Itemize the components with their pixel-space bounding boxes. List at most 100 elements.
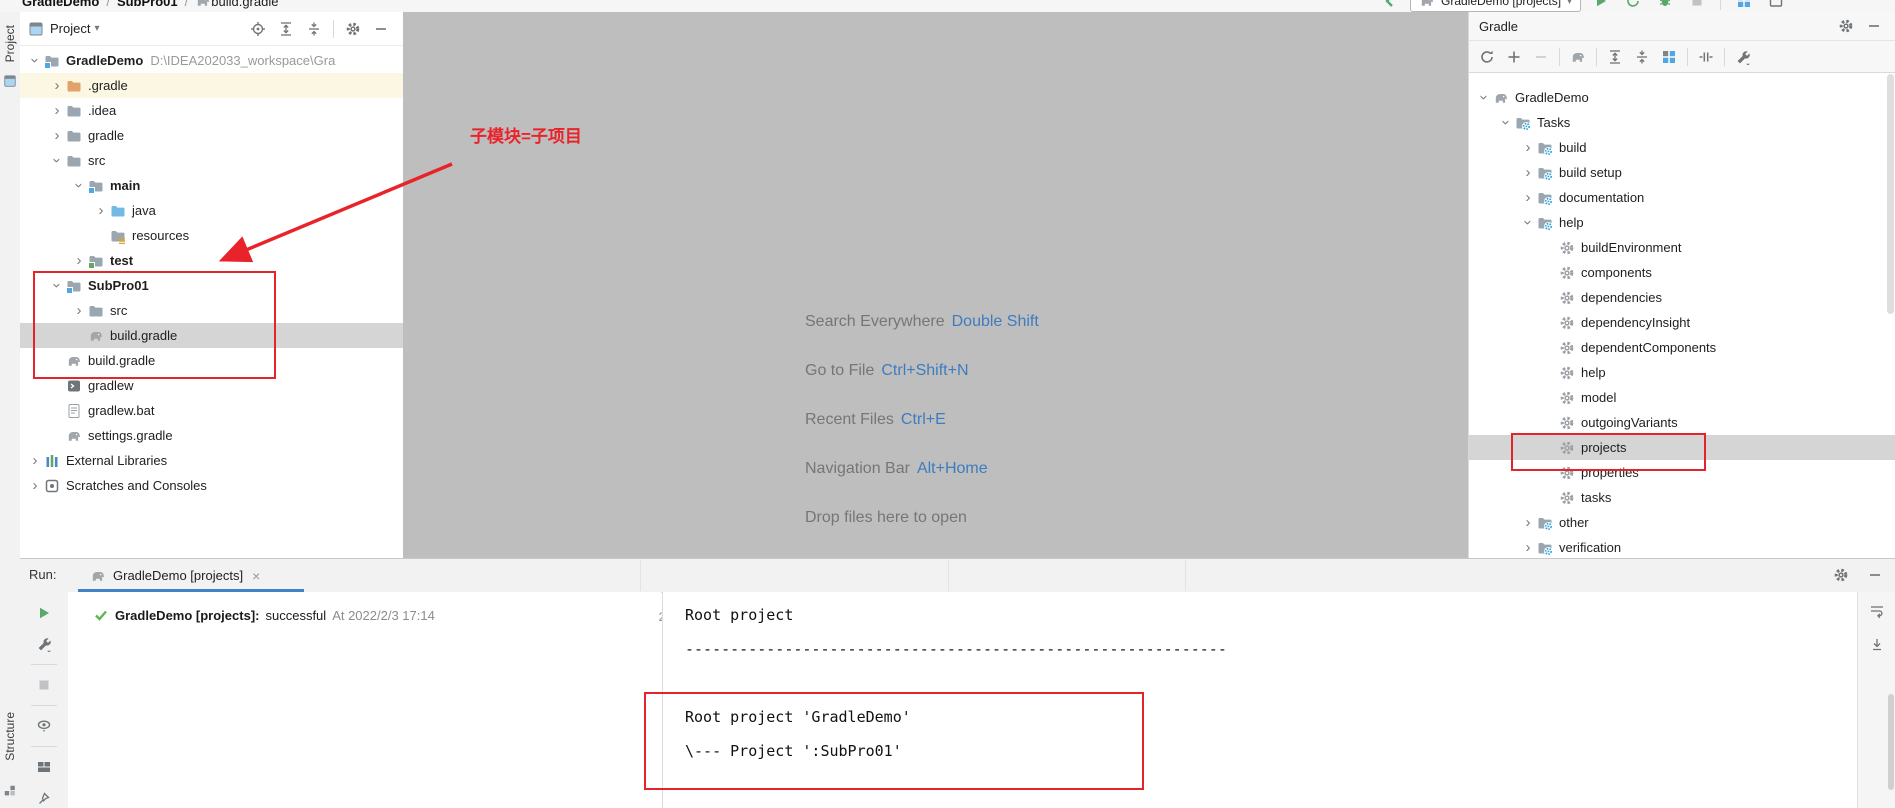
play-icon[interactable] <box>32 602 56 624</box>
breadcrumb-item[interactable]: GradleDemo <box>22 0 100 9</box>
tree-row-build-setup[interactable]: ›build setup <box>1469 160 1895 185</box>
stripe-label-project[interactable]: Project <box>3 25 17 63</box>
project-tool-icon[interactable] <box>3 74 17 88</box>
tree-row-dependentcomponents[interactable]: dependentComponents <box>1469 335 1895 360</box>
soft-wrap-icon[interactable] <box>1865 600 1889 622</box>
tree-row-projects[interactable]: projects <box>1469 435 1895 460</box>
tree-row-build-gradle[interactable]: build.gradle <box>20 348 403 373</box>
tree-row-outgoingvariants[interactable]: outgoingVariants <box>1469 410 1895 435</box>
tree-row-build-gradle[interactable]: build.gradle <box>20 323 403 348</box>
tree-row-gradle[interactable]: ›gradle <box>20 123 403 148</box>
settings-icon[interactable] <box>1834 15 1858 37</box>
tree-row-verification[interactable]: ›verification <box>1469 535 1895 558</box>
tree-row-help[interactable]: ›help <box>1469 210 1895 235</box>
tree-row-external-libraries[interactable]: ›External Libraries <box>20 448 403 473</box>
tree-row--gradle[interactable]: ›.gradle <box>20 73 403 98</box>
settings-icon[interactable] <box>1829 564 1853 586</box>
tree-row-java[interactable]: ›java <box>20 198 403 223</box>
collapse-all-icon[interactable] <box>1630 46 1654 68</box>
refresh-green-icon[interactable] <box>1621 0 1645 12</box>
wrench-icon[interactable] <box>32 633 56 655</box>
debug-icon[interactable] <box>1653 0 1677 12</box>
chevron-right-icon[interactable]: › <box>54 77 60 94</box>
back-icon[interactable] <box>1378 0 1402 12</box>
tree-row-build[interactable]: ›build <box>1469 135 1895 160</box>
close-icon[interactable]: × <box>252 567 261 584</box>
hide-icon[interactable] <box>1863 564 1887 586</box>
tree-row-other[interactable]: ›other <box>1469 510 1895 535</box>
tree-row--idea[interactable]: ›.idea <box>20 98 403 123</box>
settings-icon[interactable] <box>341 18 365 40</box>
chevron-right-icon[interactable]: › <box>32 452 38 469</box>
locate-icon[interactable] <box>246 18 270 40</box>
tree-row-src[interactable]: ›src <box>20 298 403 323</box>
chevron-right-icon[interactable]: › <box>1525 139 1531 156</box>
chevron-right-icon[interactable]: › <box>76 252 82 269</box>
group-modules-icon[interactable] <box>1732 0 1756 12</box>
layout-icon[interactable] <box>32 756 56 778</box>
tree-row-gradlew-bat[interactable]: gradlew.bat <box>20 398 403 423</box>
tree-row-help[interactable]: help <box>1469 360 1895 385</box>
chevron-down-icon[interactable]: › <box>48 158 66 163</box>
chevron-down-icon[interactable]: › <box>48 283 66 288</box>
chevron-down-icon[interactable]: › <box>1475 95 1493 100</box>
pin-icon[interactable] <box>32 787 56 808</box>
tree-row-components[interactable]: components <box>1469 260 1895 285</box>
tree-row-settings-gradle[interactable]: settings.gradle <box>20 423 403 448</box>
structure-tool-icon[interactable] <box>3 784 17 798</box>
chevron-down-icon[interactable]: ▾ <box>94 23 100 34</box>
tree-row-model[interactable]: model <box>1469 385 1895 410</box>
tree-row-dependencies[interactable]: dependencies <box>1469 285 1895 310</box>
tree-row-tasks[interactable]: tasks <box>1469 485 1895 510</box>
remove-icon[interactable] <box>1529 46 1553 68</box>
chevron-right-icon[interactable]: › <box>32 477 38 494</box>
tree-row-test[interactable]: ›test <box>20 248 403 273</box>
elephant-icon[interactable] <box>1566 46 1590 68</box>
play-icon[interactable] <box>1589 0 1613 12</box>
chevron-right-icon[interactable]: › <box>1525 189 1531 206</box>
run-status-row[interactable]: GradleDemo [projects]: successful At 202… <box>93 607 435 623</box>
add-icon[interactable] <box>1502 46 1526 68</box>
tree-row-tasks[interactable]: ›Tasks <box>1469 110 1895 135</box>
tree-row-subpro01[interactable]: ›SubPro01 <box>20 273 403 298</box>
run-console[interactable]: Root project ---------------------------… <box>662 592 1858 808</box>
group-modules-icon[interactable] <box>1657 46 1681 68</box>
tree-row-main[interactable]: ›main <box>20 173 403 198</box>
chevron-right-icon[interactable]: › <box>1525 539 1531 556</box>
tree-row-gradledemo[interactable]: ›GradleDemo <box>1469 85 1895 110</box>
hide-icon[interactable] <box>369 18 393 40</box>
tree-row-src[interactable]: ›src <box>20 148 403 173</box>
chevron-right-icon[interactable]: › <box>54 127 60 144</box>
expand-all-icon[interactable] <box>1603 46 1627 68</box>
stop-icon[interactable] <box>32 674 56 696</box>
console-scrollbar[interactable] <box>1888 694 1894 790</box>
tree-row-buildenvironment[interactable]: buildEnvironment <box>1469 235 1895 260</box>
breadcrumb-item[interactable]: SubPro01 <box>116 0 178 9</box>
scroll-to-end-icon[interactable] <box>1865 634 1889 656</box>
breadcrumb[interactable]: GradleDemo/SubPro01/build.gradle <box>22 0 278 11</box>
refresh-icon[interactable] <box>1475 46 1499 68</box>
hide-icon[interactable] <box>1862 15 1886 37</box>
chevron-down-icon[interactable]: › <box>1497 120 1515 125</box>
eye-icon[interactable] <box>32 715 56 737</box>
breadcrumb-item[interactable]: build.gradle <box>211 0 279 9</box>
collapse-all-icon[interactable] <box>302 18 326 40</box>
tree-row-resources[interactable]: resources <box>20 223 403 248</box>
console-output[interactable]: Root project ---------------------------… <box>685 606 1227 760</box>
window-icon[interactable] <box>1764 0 1788 12</box>
chevron-right-icon[interactable]: › <box>76 302 82 319</box>
gradle-scrollbar[interactable] <box>1887 74 1894 314</box>
chevron-right-icon[interactable]: › <box>1525 514 1531 531</box>
chevron-down-icon[interactable]: › <box>26 58 44 63</box>
tree-row-gradlew[interactable]: gradlew <box>20 373 403 398</box>
project-panel-title[interactable]: Project <box>50 21 91 36</box>
run-tab[interactable]: GradleDemo [projects] × <box>78 559 272 592</box>
tree-row-properties[interactable]: properties <box>1469 460 1895 485</box>
tree-row-scratches-and-consoles[interactable]: ›Scratches and Consoles <box>20 473 403 498</box>
run-configuration-combo[interactable]: GradleDemo [projects] ▾ <box>1410 0 1582 12</box>
chevron-down-icon[interactable]: › <box>70 183 88 188</box>
chevron-right-icon[interactable]: › <box>54 102 60 119</box>
tree-row-documentation[interactable]: ›documentation <box>1469 185 1895 210</box>
